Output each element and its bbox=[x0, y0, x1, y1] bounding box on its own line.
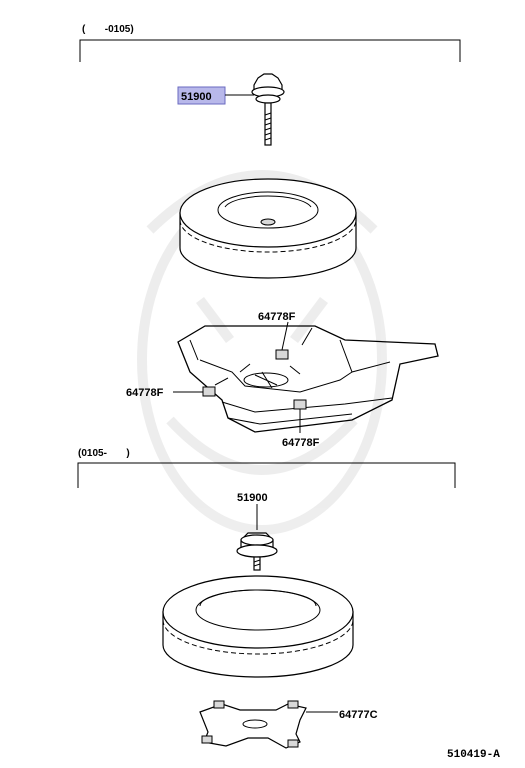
pad-clip-bottom[interactable] bbox=[293, 399, 307, 410]
spare-tire-well-floor[interactable] bbox=[177, 325, 439, 433]
diagram-reference-number: 510419-A bbox=[447, 749, 500, 761]
part-label-plate-bottom[interactable]: 64777C bbox=[339, 709, 378, 721]
group-top-bracket bbox=[79, 39, 461, 62]
bolt-bottom[interactable] bbox=[236, 532, 278, 571]
pad-clip-top[interactable] bbox=[275, 349, 289, 360]
group-bottom-bracket bbox=[77, 462, 456, 488]
part-label-bolt-top[interactable]: 51900 bbox=[181, 91, 212, 103]
group-bottom: (0105- ) 51900 bbox=[77, 448, 456, 749]
bolt-top[interactable] bbox=[251, 73, 285, 146]
group-bottom-range-label: (0105- ) bbox=[78, 448, 130, 459]
part-label-pad-left[interactable]: 64778F bbox=[126, 387, 164, 399]
leader-line bbox=[281, 321, 289, 351]
pad-clip-left[interactable] bbox=[202, 386, 216, 397]
spare-tire-bottom[interactable] bbox=[162, 575, 354, 678]
spare-tire-top[interactable] bbox=[179, 178, 357, 279]
group-top: ( -0105) 51900 bbox=[79, 24, 461, 449]
part-callout-51900-top[interactable]: 51900 bbox=[177, 86, 226, 105]
part-label-bolt-bottom[interactable]: 51900 bbox=[237, 492, 268, 504]
group-top-range-label: ( -0105) bbox=[82, 24, 134, 35]
part-label-pad-bottom[interactable]: 64778F bbox=[282, 437, 320, 449]
part-label-pad-top[interactable]: 64778F bbox=[258, 311, 296, 323]
holder-plate-bottom[interactable] bbox=[199, 700, 307, 749]
